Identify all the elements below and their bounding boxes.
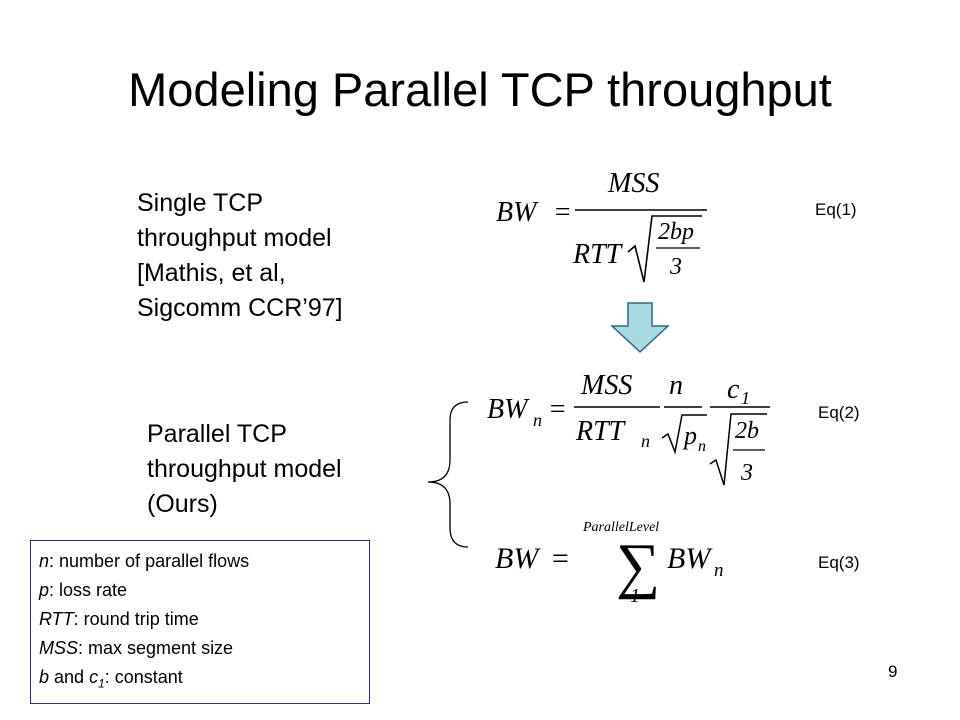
eq3-term: BW: [667, 542, 713, 575]
single-model-line: [Mathis, et al,: [137, 259, 286, 287]
left-brace-icon: [427, 401, 469, 548]
legend-desc: : round trip time: [73, 609, 199, 629]
eq2-f1-den: RTT: [575, 416, 627, 447]
parallel-model-line: (Ours): [147, 490, 218, 518]
legend-var: p: [39, 580, 50, 600]
eq1-equals: =: [553, 197, 572, 228]
eq2-lhs: BW: [487, 394, 530, 425]
eq3-label: Eq(3): [818, 553, 860, 572]
eq3-sum-lower: 1: [630, 585, 640, 607]
page-number: 9: [888, 662, 898, 681]
eq2-f2-num: n: [669, 370, 683, 401]
equation-1: BW = MSS RTT 2bp 3: [496, 168, 707, 283]
equation-3: BW = ParallelLevel ∑ 1 BW n: [495, 520, 724, 607]
legend-var: n: [39, 551, 50, 571]
eq1-numerator: MSS: [607, 168, 659, 199]
single-model-line: throughput model: [137, 224, 332, 252]
eq2-f2-den: p: [682, 421, 697, 450]
slide-title: Modeling Parallel TCP throughput: [128, 63, 832, 116]
legend-conj: and: [49, 667, 90, 687]
eq2-f3-sqrt-num: 2b: [735, 418, 759, 444]
eq1-sqrt-numerator: 2bp: [658, 219, 694, 245]
legend-var: b: [39, 667, 50, 687]
eq1-lhs: BW: [496, 197, 539, 228]
eq2-f1-den-sub: n: [641, 431, 650, 451]
variable-legend: n: number of parallel flows p: loss rate…: [30, 540, 370, 704]
legend-desc: : constant: [104, 667, 183, 687]
legend-item: n: number of parallel flows: [39, 547, 361, 576]
equation-2: BW n = MSS RTT n n p n c 1 2b 3: [487, 370, 770, 486]
eq3-term-sub: n: [714, 560, 724, 581]
eq2-f2-sqrt-sign: [661, 414, 707, 455]
eq2-lhs-sub: n: [533, 410, 542, 430]
eq2-f1-num: MSS: [580, 370, 632, 401]
eq1-sqrt-denominator: 3: [669, 254, 682, 280]
parallel-model-text: Parallel TCP throughput model (Ours): [147, 417, 342, 522]
sum-sign-icon: ∑: [616, 532, 660, 600]
eq2-f3-sqrt-sign: [709, 413, 767, 486]
legend-var: MSS: [39, 638, 79, 658]
eq3-sum-upper: ParallelLevel: [582, 520, 659, 535]
legend-desc: : number of parallel flows: [49, 551, 250, 571]
legend-var-sub: 1: [98, 676, 105, 691]
legend-item: MSS: max segment size: [39, 634, 361, 663]
eq3-lhs: BW: [495, 542, 541, 575]
eq3-equals: =: [550, 542, 570, 575]
eq1-label: Eq(1): [815, 200, 857, 219]
eq2-f3-sqrt-den: 3: [740, 460, 753, 486]
eq2-f3-num-sub: 1: [741, 388, 750, 408]
eq1-sqrt-sign: [627, 215, 702, 283]
eq2-f3-num: c: [727, 374, 740, 405]
parallel-model-line: throughput model: [147, 455, 342, 483]
legend-item: RTT: round trip time: [39, 605, 361, 634]
single-model-line: Sigcomm CCR’97]: [137, 294, 343, 322]
single-model-text: Single TCP throughput model [Mathis, et …: [137, 186, 343, 326]
legend-item: p: loss rate: [39, 576, 361, 605]
legend-desc: : loss rate: [49, 580, 128, 600]
legend-desc: : max segment size: [78, 638, 234, 658]
legend-item: b and c1: constant: [39, 663, 361, 699]
parallel-model-line: Parallel TCP: [147, 420, 287, 448]
eq2-label: Eq(2): [818, 403, 860, 422]
eq1-denominator: RTT: [572, 239, 624, 270]
eq2-equals: =: [548, 394, 567, 425]
legend-var: RTT: [39, 609, 74, 629]
down-arrow-icon: [610, 302, 670, 354]
legend-var: c: [89, 667, 99, 687]
eq2-f2-den-sub: n: [698, 438, 706, 455]
single-model-line: Single TCP: [137, 189, 263, 217]
